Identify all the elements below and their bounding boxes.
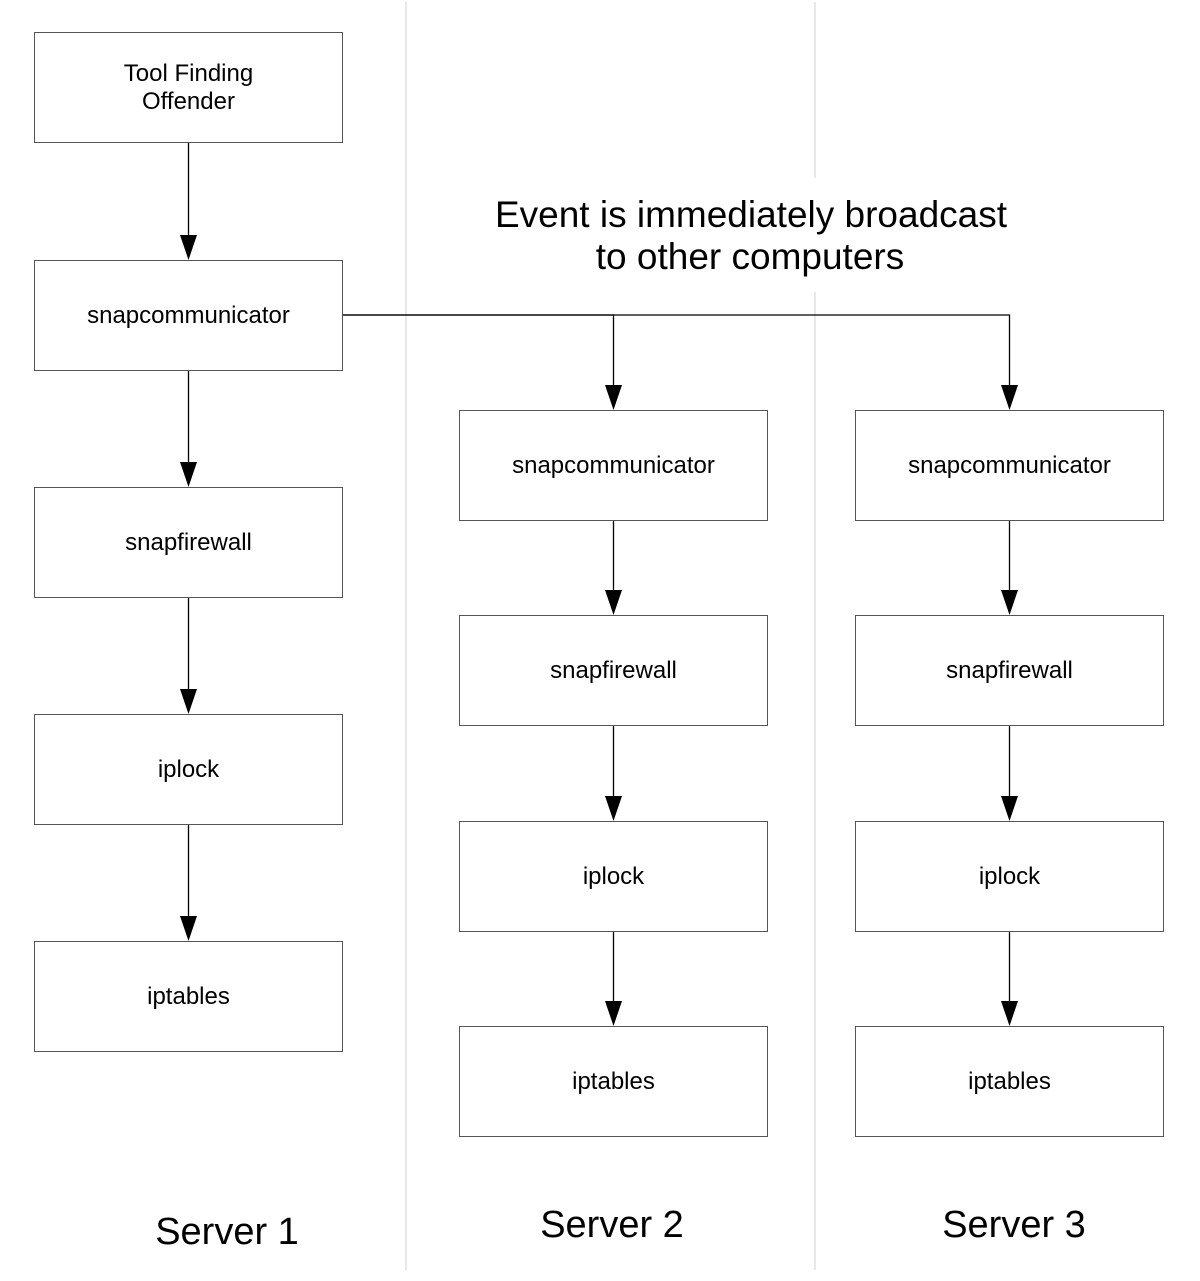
edge-s1-fw-to-s1-iplock-arrowhead	[180, 689, 197, 714]
s3-iplock-box	[855, 821, 1164, 932]
s1-iptables-box	[34, 941, 343, 1052]
s3-fw-box	[855, 615, 1164, 726]
edge-s2-fw-to-s2-iplock-arrowhead	[605, 796, 622, 821]
s2-comm-box	[459, 410, 768, 521]
s2-iptables-label: iptables	[572, 1068, 655, 1095]
edges-layer	[180, 142, 1018, 1026]
edge-s2-iplock-to-s2-iptables	[605, 931, 622, 1026]
s2-iptables-box	[459, 1026, 768, 1137]
edge-s1-comm-to-s2-comm-line	[342, 314, 615, 390]
edge-s1-iplock-to-s1-iptables	[180, 824, 197, 941]
s1-comm-label: snapcommunicator	[87, 302, 290, 329]
s1-tool-label-line-2: Offender	[142, 88, 235, 115]
s1-comm-node: snapcommunicator	[34, 260, 343, 371]
edge-s1-comm-to-s3-comm-arrowhead	[1001, 385, 1018, 410]
s1-tool-box	[34, 32, 343, 143]
server-2-label: Server 2	[540, 1204, 684, 1246]
s1-iplock-box	[34, 714, 343, 825]
s1-iptables-label: iptables	[147, 983, 230, 1010]
edge-s2-comm-to-s2-fw-arrowhead	[605, 590, 622, 615]
edge-s2-comm-to-s2-fw	[605, 520, 622, 615]
s1-fw-box	[34, 487, 343, 598]
s2-iplock-box	[459, 821, 768, 932]
s3-comm-node: snapcommunicator	[855, 410, 1164, 521]
s1-fw-node: snapfirewall	[34, 487, 343, 598]
server-3-label: Server 3	[942, 1204, 1086, 1246]
s2-iplock-label: iplock	[583, 863, 645, 890]
s1-comm-box	[34, 260, 343, 371]
edge-s2-iplock-to-s2-iptables-arrowhead	[605, 1001, 622, 1026]
server-1-label: Server 1	[155, 1211, 299, 1253]
edge-s1-comm-to-s3-comm	[342, 314, 1018, 410]
edge-s1-comm-to-s2-comm	[342, 314, 622, 410]
edge-s1-tool-to-s1-comm	[180, 142, 197, 260]
s3-iptables-label: iptables	[968, 1068, 1051, 1095]
edge-s1-comm-to-s3-comm-line	[342, 314, 1011, 390]
s3-iplock-node: iplock	[855, 821, 1164, 932]
edge-s2-fw-to-s2-iplock	[605, 725, 622, 821]
broadcast-caption-line-2: to other computers	[596, 236, 904, 277]
s2-fw-box	[459, 615, 768, 726]
edge-s3-fw-to-s3-iplock-arrowhead	[1001, 796, 1018, 821]
s1-tool-label-line-1: Tool Finding	[124, 60, 253, 87]
s3-comm-box	[855, 410, 1164, 521]
broadcast-caption-line-1: Event is immediately broadcast	[495, 194, 1008, 235]
s1-fw-label: snapfirewall	[125, 529, 252, 556]
s2-comm-node: snapcommunicator	[459, 410, 768, 521]
s2-fw-node: snapfirewall	[459, 615, 768, 726]
s1-iplock-label: iplock	[158, 756, 220, 783]
edge-s3-iplock-to-s3-iptables	[1001, 931, 1018, 1026]
s1-iplock-node: iplock	[34, 714, 343, 825]
edge-s1-comm-to-s1-fw	[180, 370, 197, 487]
s3-comm-label: snapcommunicator	[908, 452, 1111, 479]
s1-iptables-node: iptables	[34, 941, 343, 1052]
s2-comm-label: snapcommunicator	[512, 452, 715, 479]
s2-fw-label: snapfirewall	[550, 657, 677, 684]
edge-s1-iplock-to-s1-iptables-arrowhead	[180, 916, 197, 941]
s2-iplock-node: iplock	[459, 821, 768, 932]
s3-iptables-node: iptables	[855, 1026, 1164, 1137]
s3-fw-label: snapfirewall	[946, 657, 1073, 684]
edge-s3-comm-to-s3-fw	[1001, 520, 1018, 615]
s3-iplock-label: iplock	[979, 863, 1041, 890]
edge-s3-iplock-to-s3-iptables-arrowhead	[1001, 1001, 1018, 1026]
s3-iptables-box	[855, 1026, 1164, 1137]
edge-s1-fw-to-s1-iplock	[180, 597, 197, 714]
edge-s3-comm-to-s3-fw-arrowhead	[1001, 590, 1018, 615]
edge-s3-fw-to-s3-iplock	[1001, 725, 1018, 821]
s2-iptables-node: iptables	[459, 1026, 768, 1137]
edge-s1-comm-to-s2-comm-arrowhead	[605, 385, 622, 410]
edge-s1-comm-to-s1-fw-arrowhead	[180, 462, 197, 487]
edge-s1-tool-to-s1-comm-arrowhead	[180, 235, 197, 260]
s3-fw-node: snapfirewall	[855, 615, 1164, 726]
